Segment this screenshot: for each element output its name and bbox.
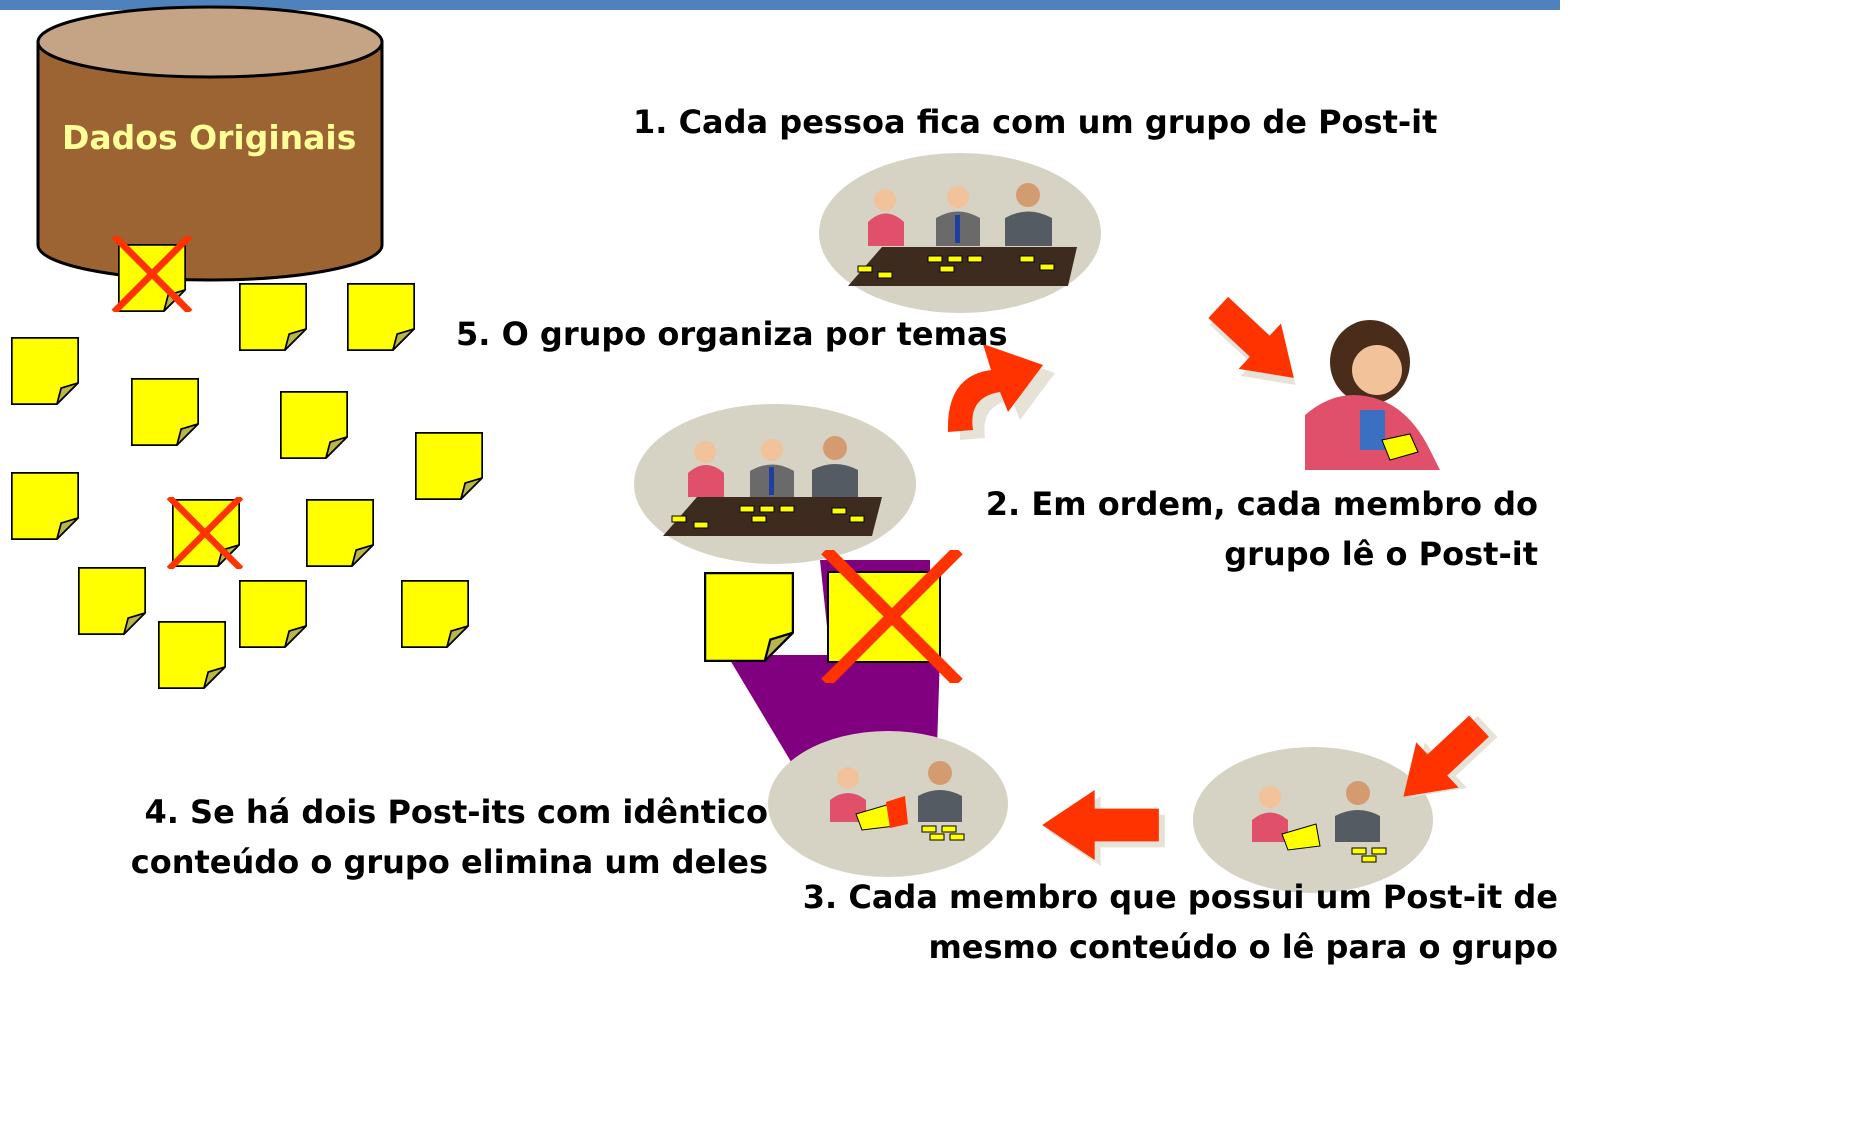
arrow-step1-to-2 bbox=[1197, 284, 1317, 408]
postit-note bbox=[346, 283, 416, 351]
meeting-scene-step1 bbox=[819, 153, 1101, 313]
step-2-line2: grupo lê o Post-it bbox=[1224, 535, 1538, 573]
step-1-text: 1. Cada pessoa fica com um grupo de Post… bbox=[633, 103, 1438, 141]
step-5-text: 5. O grupo organiza por temas bbox=[456, 315, 1008, 353]
step-4-text: 4. Se há dois Post-its com idêntico cont… bbox=[131, 787, 768, 887]
postit-note bbox=[238, 580, 308, 648]
postit-note bbox=[10, 472, 80, 540]
database-cylinder bbox=[36, 5, 384, 282]
step-3-line2: mesmo conteúdo o lê para o grupo bbox=[928, 928, 1558, 966]
postit-note bbox=[238, 283, 308, 351]
meeting-scene-step4 bbox=[768, 731, 1008, 877]
arrow-step3-to-4 bbox=[1042, 790, 1165, 866]
meeting-scene-step5 bbox=[634, 404, 916, 564]
postit-note bbox=[157, 621, 227, 689]
step-4-line1: 4. Se há dois Post-its com idêntico bbox=[144, 793, 768, 831]
person-reading-step2 bbox=[1305, 320, 1440, 470]
duplicate-postit-kept bbox=[703, 572, 795, 662]
step-2-line1: 2. Em ordem, cada membro do bbox=[985, 485, 1538, 523]
postit-note bbox=[400, 580, 470, 648]
postit-cluster bbox=[10, 244, 484, 689]
postit-note bbox=[10, 337, 80, 405]
postit-note bbox=[305, 499, 375, 567]
arrow-step5-to-1 bbox=[947, 344, 1055, 440]
postit-note bbox=[414, 432, 484, 500]
postit-note bbox=[279, 391, 349, 459]
top-bar bbox=[0, 0, 1560, 10]
database-label: Dados Originais bbox=[62, 118, 357, 157]
step-3-line1: 3. Cada membro que possui um Post-it de bbox=[802, 878, 1558, 916]
step-4-line2: conteúdo o grupo elimina um deles bbox=[130, 843, 768, 881]
step-3-text: 3. Cada membro que possui um Post-it de … bbox=[803, 872, 1558, 972]
postit-note bbox=[77, 567, 147, 635]
meeting-scene-step3 bbox=[1193, 747, 1433, 893]
postit-note bbox=[130, 378, 200, 446]
step-2-text: 2. Em ordem, cada membro do grupo lê o P… bbox=[986, 479, 1538, 579]
